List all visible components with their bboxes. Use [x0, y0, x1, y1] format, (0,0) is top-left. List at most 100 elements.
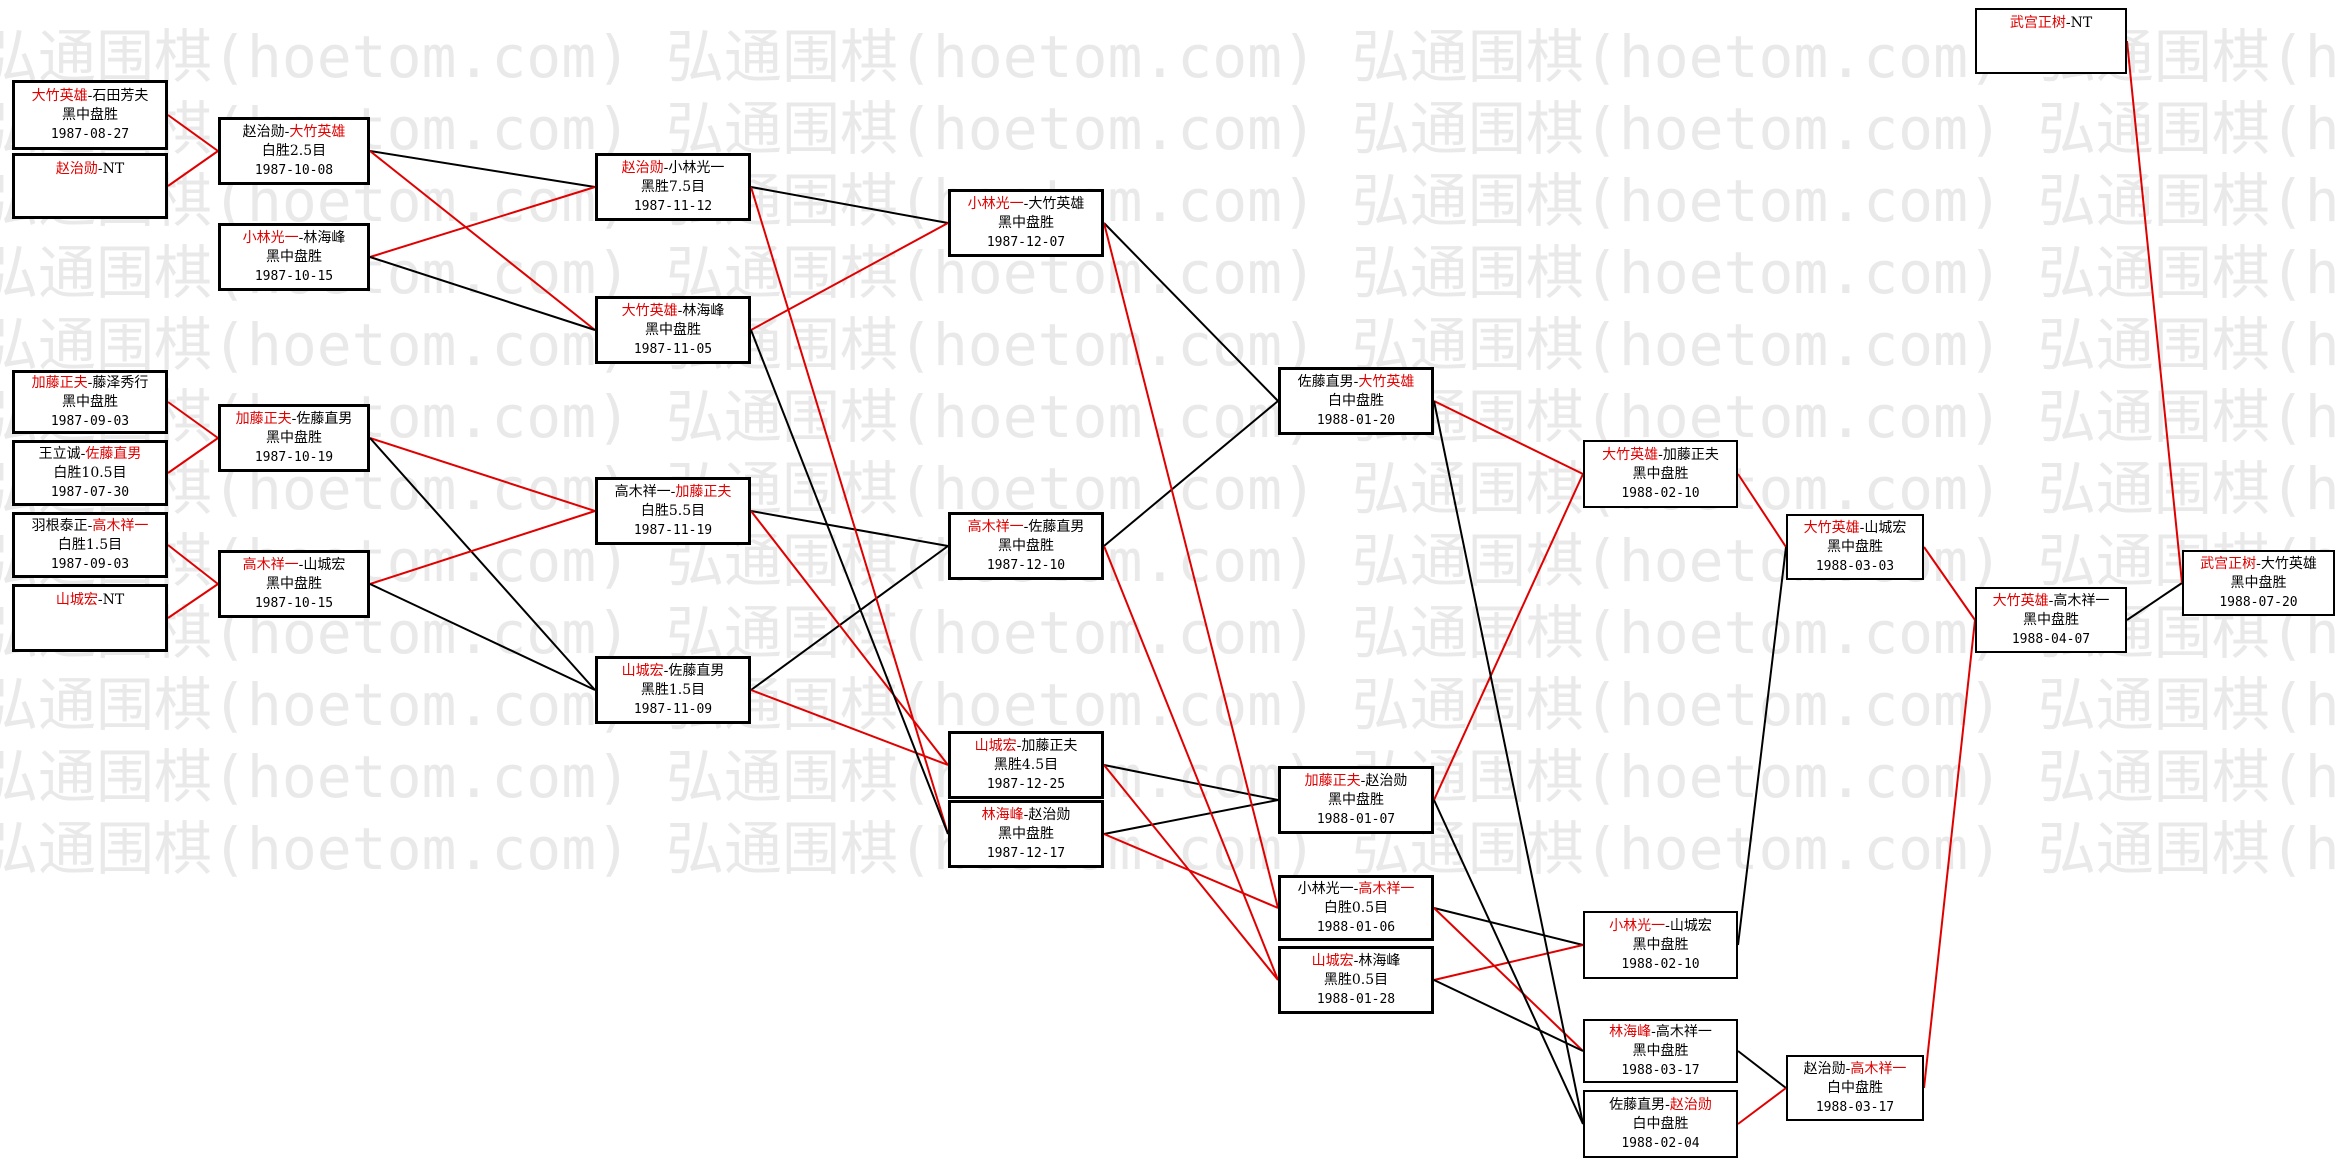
connector-c4r3-c5r2 — [1103, 764, 1279, 801]
player-separator: - — [87, 374, 93, 391]
player-black: 小林光一 — [242, 229, 299, 246]
player-white: 山城宏 — [303, 556, 346, 573]
connector-c2r2-c3r2 — [369, 256, 596, 331]
game-players: 小林光一-林海峰 — [243, 229, 346, 248]
game-date: 1987-10-15 — [254, 268, 334, 284]
player-white: NT — [2070, 15, 2093, 31]
game-result: 白胜2.5目 — [261, 142, 327, 159]
player-white: 大竹英雄 — [1028, 195, 1085, 212]
game-players: 武宫正树-大竹英雄 — [2200, 555, 2317, 574]
connector-c2r1-c3r2 — [369, 150, 596, 331]
connector-c4r4-c5r3 — [1103, 833, 1279, 909]
player-separator: - — [1845, 1060, 1851, 1077]
connector-c2r3-c3r4 — [369, 437, 596, 691]
player-white: 加藤正夫 — [1662, 446, 1719, 463]
player-separator: - — [1859, 519, 1865, 536]
connector-c6r3-c7r2 — [1737, 1050, 1787, 1089]
game-date: 1987-07-30 — [50, 484, 130, 500]
game-date: 1988-03-17 — [1621, 1062, 1700, 1078]
game-date: 1987-11-05 — [633, 341, 713, 357]
player-black: 大竹英雄 — [1602, 446, 1659, 463]
game-result: 白胜1.5目 — [57, 536, 123, 553]
player-white: 高木祥一 — [2053, 592, 2110, 609]
player-black: 加藤正夫 — [235, 410, 292, 427]
player-black: 小林光一 — [1297, 880, 1354, 897]
game-date: 1988-02-10 — [1621, 485, 1700, 501]
game-players: 佐藤直男-赵治勋 — [1609, 1096, 1712, 1115]
game-players: 赵治勋-高木祥一 — [1804, 1060, 1907, 1079]
game-date: 1987-12-25 — [986, 776, 1066, 792]
game-date: 1988-02-10 — [1621, 956, 1700, 972]
player-black: 赵治勋 — [55, 161, 98, 177]
game-players: 赵治勋-NT — [56, 160, 124, 179]
connector-c1r5-c2r4 — [167, 544, 219, 585]
game-date: 1987-10-19 — [254, 449, 334, 465]
player-white: 林海峰 — [682, 302, 725, 319]
player-separator: - — [663, 662, 669, 679]
player-separator: - — [1665, 1096, 1670, 1113]
player-white: 佐藤直男 — [296, 410, 353, 427]
connector-c7r1-c8r1 — [1923, 546, 1976, 621]
player-separator: - — [670, 483, 676, 500]
connector-c4r3-c5r4 — [1103, 764, 1279, 981]
connector-c4r1-c5r1 — [1103, 222, 1279, 402]
connector-c6r1-c7r1 — [1737, 473, 1787, 548]
player-separator: - — [1023, 806, 1029, 823]
game-players: 高木祥一-佐藤直男 — [968, 518, 1085, 537]
connector-c3r1-c4r1 — [750, 186, 949, 224]
connector-c4r2-c5r4 — [1103, 545, 1279, 981]
game-players: 林海峰-赵治勋 — [982, 806, 1071, 825]
player-separator: - — [80, 445, 86, 462]
player-white: 林海峰 — [1358, 952, 1401, 969]
game-result: 黑中盘胜 — [645, 321, 701, 338]
player-white: 山城宏 — [1669, 917, 1712, 934]
game-result: 黑中盘胜 — [62, 106, 118, 123]
player-black: 赵治勋 — [1803, 1060, 1846, 1077]
game-result: 黑中盘胜 — [266, 575, 322, 592]
game-result: 白中盘胜 — [1632, 1115, 1689, 1132]
player-white: 藤泽秀行 — [92, 374, 149, 391]
game-date: 1988-02-04 — [1621, 1135, 1700, 1151]
game-players: 山城宏-加藤正夫 — [975, 737, 1078, 756]
game-players: 羽根泰正-高木祥一 — [32, 517, 149, 536]
connector-c7r2-c8r1 — [1923, 619, 1976, 1089]
game-date: 1988-07-20 — [2219, 594, 2298, 610]
player-separator: - — [1360, 772, 1366, 789]
player-separator: - — [1353, 952, 1359, 969]
connector-c5r3-c6r2 — [1433, 907, 1584, 946]
player-white: NT — [102, 592, 125, 608]
game-node-c1r6: 山城宏-NT — [12, 584, 168, 652]
player-black: 加藤正夫 — [31, 374, 88, 391]
game-result: 黑中盘胜 — [1632, 936, 1689, 953]
connector-c2r2-c3r1 — [369, 186, 596, 258]
player-black: 武宫正树 — [2200, 555, 2257, 572]
player-black: 山城宏 — [621, 662, 664, 679]
connector-c2r4-c3r3 — [369, 510, 596, 585]
connector-c2r3-c3r3 — [369, 437, 596, 512]
player-white: 山城宏 — [1864, 519, 1907, 536]
game-players: 大竹英雄-石田芳夫 — [32, 87, 149, 106]
connector-c2r1-c3r1 — [369, 150, 596, 188]
game-node-c6r4: 佐藤直男-赵治勋白中盘胜 1988-02-04 — [1583, 1090, 1738, 1158]
player-black: 武宫正树 — [2009, 15, 2066, 31]
connector-c2r4-c3r4 — [369, 583, 596, 691]
player-white: NT — [102, 161, 125, 177]
player-separator: - — [284, 123, 290, 140]
player-separator: - — [1353, 880, 1359, 897]
connector-c5r2-c6r4 — [1433, 799, 1584, 1125]
player-black: 高木祥一 — [242, 556, 299, 573]
game-result: 白中盘胜 — [1827, 1079, 1883, 1096]
player-white: 石田芳夫 — [92, 87, 149, 104]
game-date: 1987-11-12 — [633, 198, 713, 214]
connector-c3r1-c4r4 — [750, 186, 949, 835]
connector-c5r2-c6r1 — [1433, 473, 1584, 801]
connector-c1r2-c2r1 — [167, 150, 219, 187]
